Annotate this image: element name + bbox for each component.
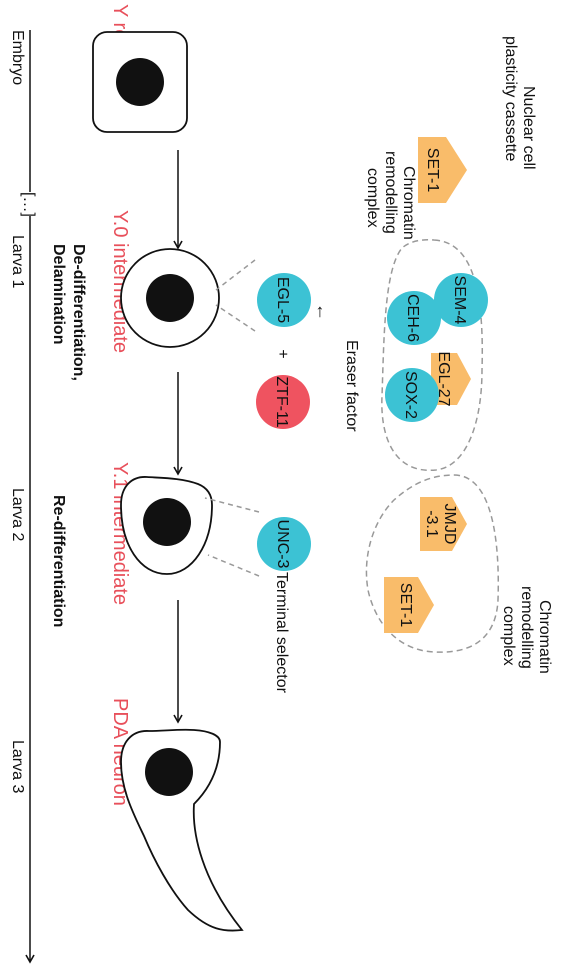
set1-top-group: SET-1 bbox=[418, 137, 467, 203]
eraser-factor-group: ← Eraser factor EGL-5 + ZTF-11 bbox=[256, 273, 360, 432]
chromatin-right-line1: Chromatin bbox=[536, 600, 553, 674]
process-labels: De-differentiation, Delamination Re-diff… bbox=[50, 244, 87, 627]
y-rectal-nucleus bbox=[116, 58, 164, 106]
timeline-label-larva2: Larva 2 bbox=[9, 488, 26, 541]
timeline-ellipsis: […] bbox=[20, 192, 37, 217]
factor-set1-top-label: SET-1 bbox=[424, 148, 441, 193]
plasticity-cassette-outline bbox=[381, 239, 484, 471]
y1-nucleus bbox=[143, 498, 191, 546]
factor-ceh6-circle bbox=[387, 291, 441, 345]
cells bbox=[92, 31, 244, 932]
terminal-selector-group: UNC-3 Terminal selector bbox=[257, 517, 311, 694]
chromatin-complex-right-outline bbox=[365, 474, 500, 653]
factor-connectors bbox=[204, 259, 260, 577]
factor-egl5-circle bbox=[257, 273, 311, 327]
eraser-factor-label: Eraser factor bbox=[343, 340, 360, 432]
chromatin-top-line2: remodelling bbox=[382, 151, 399, 234]
factor-ztf11-label: ZTF-11 bbox=[273, 376, 290, 427]
factor-unc3-label: UNC-3 bbox=[274, 520, 291, 569]
eraser-arrow: ← bbox=[313, 303, 333, 321]
connector-y1-bottom bbox=[207, 554, 260, 577]
factor-jmjd-line1: JMJD bbox=[441, 504, 458, 545]
factor-sem4-label: SEM-4 bbox=[451, 276, 468, 325]
factor-egl5-label: EGL-5 bbox=[274, 277, 291, 323]
factor-ztf11-circle bbox=[256, 375, 310, 429]
factor-ceh6-label: CEH-6 bbox=[404, 294, 421, 342]
nuclear-cassette-line2: plasticity cassette bbox=[502, 36, 519, 161]
terminal-selector-label: Terminal selector bbox=[273, 572, 290, 694]
factor-egl27-label: EGL-27 bbox=[435, 351, 452, 406]
plasticity-cassette-group: SEM-4 EGL-27 CEH-6 SOX-2 bbox=[381, 239, 488, 471]
factor-jmjd-line2: -3.1 bbox=[423, 510, 440, 538]
chromatin-top-line3: complex bbox=[364, 168, 381, 228]
rotated-layer: Embryo […] Larva 1 Larva 2 Larva 3 De-di… bbox=[9, 4, 553, 964]
chromatin-complex-right-group: JMJD -3.1 SET-1 bbox=[365, 474, 500, 653]
process-dediff-line2: Delamination bbox=[50, 244, 67, 344]
factor-set1-top-pentagon bbox=[418, 137, 467, 203]
factor-plus-sign: + bbox=[274, 349, 291, 358]
factor-sox2-circle bbox=[385, 368, 439, 422]
timeline-label-larva1: Larva 1 bbox=[9, 235, 26, 288]
connector-y1-top bbox=[204, 497, 260, 513]
y0-nucleus bbox=[146, 274, 194, 322]
process-dediff-line1: De-differentiation, bbox=[70, 244, 87, 381]
connector-y0-top bbox=[215, 259, 256, 291]
factor-sox2-label: SOX-2 bbox=[402, 371, 419, 419]
timeline-label-embryo: Embryo bbox=[9, 30, 26, 85]
timeline: Embryo […] Larva 1 Larva 2 Larva 3 bbox=[9, 30, 37, 964]
timeline-label-larva3: Larva 3 bbox=[9, 740, 26, 793]
nuclear-cassette-line1: Nuclear cell bbox=[520, 86, 537, 170]
chromatin-right-line3: complex bbox=[500, 606, 517, 666]
factor-set1-right-label: SET-1 bbox=[397, 583, 414, 628]
factor-jmjd-pentagon bbox=[420, 497, 467, 551]
chromatin-right-line2: remodelling bbox=[518, 586, 535, 669]
factor-sem4-circle bbox=[434, 273, 488, 327]
factor-set1-right-pentagon bbox=[384, 577, 434, 633]
header-text: Nuclear cell plasticity cassette Chromat… bbox=[364, 36, 553, 674]
chromatin-top-line1: Chromatin bbox=[400, 166, 417, 240]
process-rediff: Re-differentiation bbox=[50, 495, 67, 627]
factor-egl27-pentagon bbox=[431, 353, 471, 405]
factor-unc3-circle bbox=[257, 517, 311, 571]
pda-nucleus bbox=[145, 748, 193, 796]
connector-y0-bottom bbox=[215, 304, 256, 332]
